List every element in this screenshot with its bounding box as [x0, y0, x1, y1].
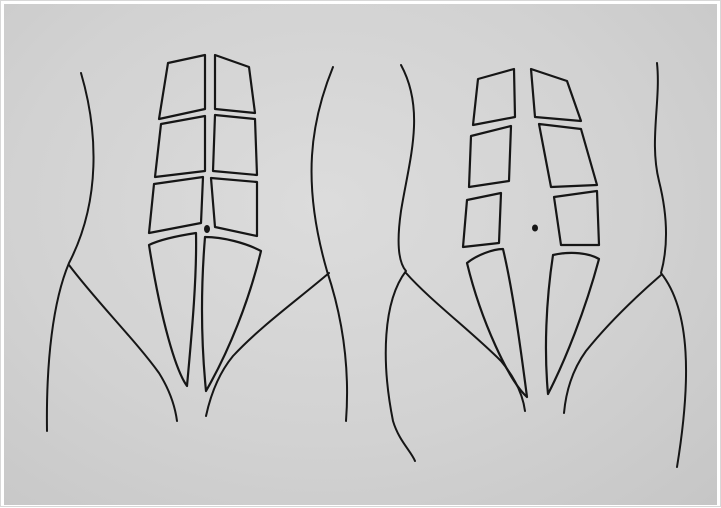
left-torso-right-groin-line: [206, 273, 329, 416]
right-torso-right-contour: [655, 63, 686, 467]
ab-segment: [467, 249, 527, 397]
ab-segment: [539, 124, 597, 187]
left-torso-left-contour: [47, 73, 94, 431]
ab-segment: [554, 191, 599, 245]
right-torso-ab-segments: [463, 69, 599, 397]
ab-segment: [211, 178, 257, 236]
ab-segment: [202, 237, 261, 391]
left-torso-figure: [47, 55, 347, 431]
ab-segment: [149, 177, 203, 233]
right-torso-right-groin-line: [564, 275, 661, 413]
ab-segment: [531, 69, 581, 121]
ab-segment: [213, 115, 257, 175]
right-torso-left-contour: [386, 65, 415, 461]
right-torso-navel: [532, 225, 538, 232]
ab-segment: [215, 55, 255, 113]
left-torso-ab-segments: [149, 55, 261, 391]
ab-segment: [149, 233, 196, 386]
ab-segment: [546, 253, 599, 394]
ab-segment: [473, 69, 515, 125]
left-torso-left-groin-line: [69, 265, 177, 421]
left-torso-right-contour: [312, 67, 348, 421]
right-torso-left-groin-line: [406, 273, 525, 411]
ab-segment: [159, 55, 205, 119]
ab-segment: [469, 126, 511, 187]
left-torso-navel: [204, 225, 210, 233]
ab-segment: [463, 193, 501, 247]
ab-segment: [155, 116, 205, 177]
right-torso-figure: [386, 63, 686, 467]
